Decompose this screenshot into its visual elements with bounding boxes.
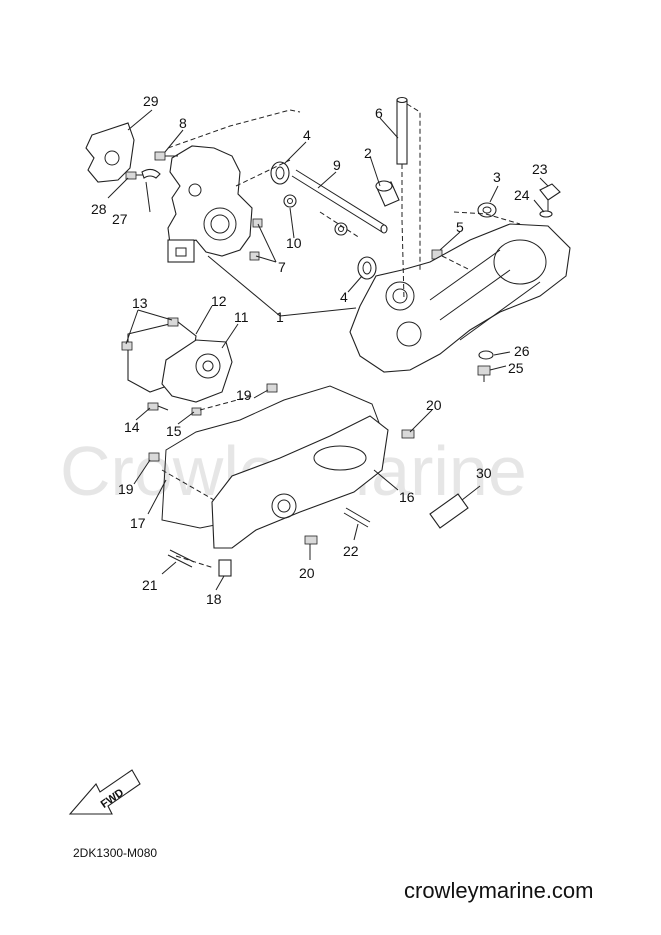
assembly-dash-lines bbox=[161, 103, 521, 569]
label-part-4a: 4 bbox=[303, 127, 311, 143]
part-27-clip bbox=[141, 168, 161, 179]
label-part-9: 9 bbox=[333, 157, 341, 173]
label-part-16: 16 bbox=[399, 489, 415, 505]
leader-lines bbox=[107, 109, 549, 591]
label-part-7: 7 bbox=[278, 259, 286, 275]
part-10-collar bbox=[283, 194, 348, 236]
label-part-13: 13 bbox=[132, 295, 148, 311]
label-part-26: 26 bbox=[514, 343, 530, 359]
part-18-dowel bbox=[218, 559, 232, 577]
label-part-19b: 19 bbox=[118, 481, 134, 497]
part-15-bolt bbox=[191, 407, 202, 416]
part-22-stud bbox=[343, 507, 371, 528]
part-14-bolt bbox=[147, 402, 169, 411]
label-part-5: 5 bbox=[456, 219, 464, 235]
label-part-10: 10 bbox=[286, 235, 302, 251]
part-11-oil-pump bbox=[161, 339, 233, 403]
label-part-3: 3 bbox=[493, 169, 501, 185]
label-part-29: 29 bbox=[143, 93, 159, 109]
label-part-18: 18 bbox=[206, 591, 222, 607]
part-23-filler-cap bbox=[539, 183, 561, 212]
label-part-22: 22 bbox=[343, 543, 359, 559]
fwd-arrow-icon: FWD bbox=[68, 769, 141, 815]
part-16-cover bbox=[211, 415, 389, 549]
part-3-collar bbox=[477, 202, 497, 218]
part-29-plate bbox=[85, 122, 135, 183]
label-part-1: 1 bbox=[276, 309, 284, 325]
part-7-dowels bbox=[249, 218, 263, 261]
label-part-8: 8 bbox=[179, 115, 187, 131]
right-crankcase bbox=[349, 223, 571, 373]
label-part-30: 30 bbox=[476, 465, 492, 481]
label-part-21: 21 bbox=[142, 577, 158, 593]
label-part-20a: 20 bbox=[426, 397, 442, 413]
part-labels: 1 2 3 4 4 5 6 7 8 9 10 11 12 13 14 15 16… bbox=[91, 93, 548, 607]
part-30-label bbox=[429, 493, 469, 529]
label-part-19a: 19 bbox=[236, 387, 252, 403]
left-crankcase bbox=[167, 145, 253, 263]
label-part-23: 23 bbox=[532, 161, 548, 177]
part-2-bushing bbox=[375, 180, 400, 207]
label-part-4b: 4 bbox=[340, 289, 348, 305]
label-part-17: 17 bbox=[130, 515, 146, 531]
label-part-6: 6 bbox=[375, 105, 383, 121]
label-part-15: 15 bbox=[166, 423, 182, 439]
label-part-28: 28 bbox=[91, 201, 107, 217]
label-part-2: 2 bbox=[364, 145, 372, 161]
label-part-25: 25 bbox=[508, 360, 524, 376]
part-24-o-ring bbox=[539, 210, 553, 218]
part-20-bolts bbox=[304, 429, 415, 545]
part-19-dowels bbox=[148, 383, 278, 462]
part-4-bearing-lower bbox=[357, 256, 377, 280]
part-6-pin bbox=[396, 96, 408, 165]
label-part-12: 12 bbox=[211, 293, 227, 309]
diagram-code: 2DK1300-M080 bbox=[73, 846, 158, 860]
label-part-27: 27 bbox=[112, 211, 128, 227]
part-21-stud bbox=[167, 549, 195, 568]
part-9-shaft bbox=[291, 169, 388, 234]
label-part-11: 11 bbox=[234, 309, 249, 325]
part-25-drain-bolt bbox=[477, 365, 491, 382]
label-part-20b: 20 bbox=[299, 565, 315, 581]
part-26-washer bbox=[478, 350, 494, 360]
label-part-14: 14 bbox=[124, 419, 140, 435]
part-8-bolt bbox=[154, 151, 178, 161]
label-part-24: 24 bbox=[514, 187, 530, 203]
site-name: crowleymarine.com bbox=[404, 878, 594, 903]
